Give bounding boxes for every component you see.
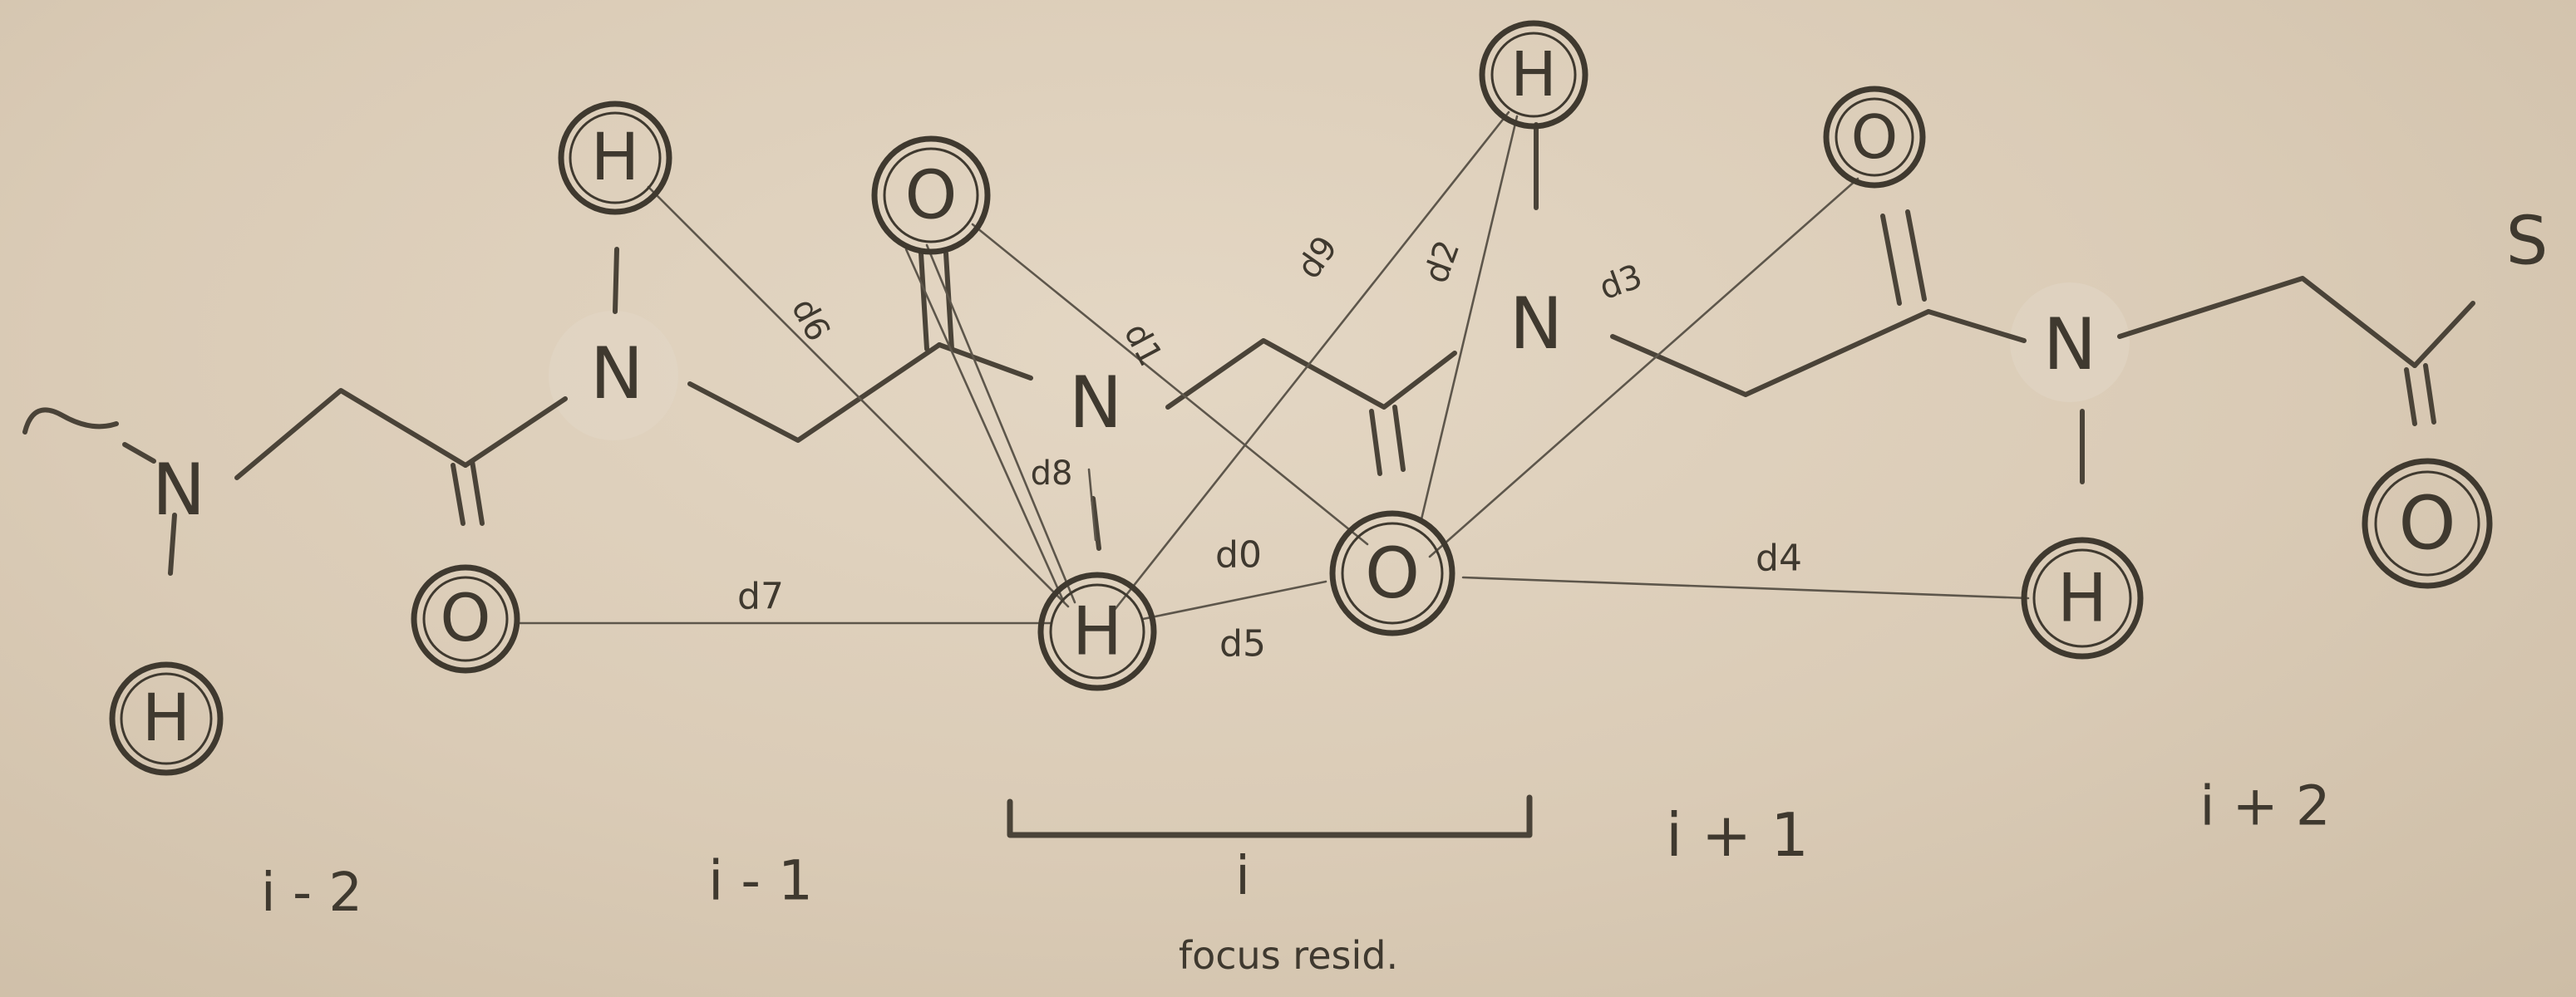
bond-n-focus-h xyxy=(1091,496,1101,551)
bond-n-focus-ca xyxy=(1165,338,1457,410)
bond-c-o-top-a xyxy=(919,251,929,351)
label-d3: d3 xyxy=(1594,258,1648,308)
d8-tick xyxy=(1087,468,1097,542)
bond-c-o-focus-a xyxy=(1369,409,1382,476)
bond-c-n2 xyxy=(463,396,568,468)
bond-n-left-h xyxy=(168,513,177,576)
svg-text:H: H xyxy=(2057,560,2107,637)
svg-text:O: O xyxy=(1851,102,1899,172)
svg-text:O: O xyxy=(1365,533,1420,614)
svg-text:H: H xyxy=(1510,39,1557,111)
n2-halo xyxy=(549,311,678,440)
bond-c-o-top-b xyxy=(943,251,954,351)
d5-line xyxy=(1141,580,1327,621)
bond-c-s xyxy=(2412,301,2475,368)
focus-caption: focus resid. xyxy=(1179,933,1398,978)
bond-c-o-far-a xyxy=(2404,367,2417,426)
bond-c-n-focus xyxy=(937,342,1033,381)
residue-label-i-minus-1: i - 1 xyxy=(708,849,813,913)
atom-o-top-mid: O xyxy=(871,135,991,255)
atom-n-right-top: N xyxy=(1510,282,1563,366)
atom-n-right: N xyxy=(2043,303,2096,386)
focus-bracket xyxy=(1007,794,1533,838)
label-d0: d0 xyxy=(1215,534,1262,577)
svg-text:O: O xyxy=(2398,481,2455,567)
backbone-bonds xyxy=(22,122,2475,576)
bond-n2-ca xyxy=(687,342,942,443)
d3-line xyxy=(1428,177,1859,558)
atom-h-left-bottom: H xyxy=(109,661,224,776)
label-d5: d5 xyxy=(1219,623,1266,665)
atom-n-left: N xyxy=(152,449,205,532)
d6-line xyxy=(647,185,1070,608)
atom-h-focus: H xyxy=(1037,572,1157,691)
bond-c-o-top-right-a xyxy=(1880,214,1902,306)
bond-c-o-top-right-b xyxy=(1905,209,1927,302)
atom-s-end: S xyxy=(2506,203,2549,280)
bond-c-n-right xyxy=(1926,309,2027,343)
bond-c-o-a xyxy=(470,459,485,526)
d8-line-b xyxy=(904,248,1066,604)
label-d4: d4 xyxy=(1756,538,1802,580)
atom-h-right-bottom: H xyxy=(2021,537,2144,660)
svg-text:H: H xyxy=(142,681,191,756)
n-right-halo xyxy=(2010,282,2130,402)
atom-o-far-right: O xyxy=(2362,458,2493,589)
svg-text:H: H xyxy=(591,120,640,195)
label-d8: d8 xyxy=(1031,454,1073,493)
residue-label-i: i xyxy=(1235,846,1250,907)
label-d1: d1 xyxy=(1116,317,1170,372)
residue-label-i-plus-1: i + 1 xyxy=(1666,800,1809,870)
atom-o-focus: O xyxy=(1329,510,1455,636)
bond-n-left-ca xyxy=(234,388,468,480)
atom-n-focus: N xyxy=(1069,361,1122,444)
atom-o-top-right: O xyxy=(1823,86,1926,189)
d8-line-a xyxy=(925,243,1076,604)
atom-n2: N xyxy=(590,332,643,415)
bond-wavy-n-left xyxy=(122,442,156,464)
atom-h-top-right: H xyxy=(1479,20,1588,130)
d4-line xyxy=(1461,576,2030,600)
residue-label-i-minus-2: i - 2 xyxy=(261,862,362,924)
atom-h2-top: H xyxy=(558,101,672,215)
bond-n-right-ca xyxy=(2117,276,2417,368)
svg-text:O: O xyxy=(905,157,958,234)
label-d6: d6 xyxy=(784,292,837,347)
label-d7: d7 xyxy=(737,576,784,618)
bond-c-o-far-b xyxy=(2423,363,2436,425)
bond-c-o-b xyxy=(451,463,465,526)
svg-text:O: O xyxy=(440,582,490,656)
label-d2: d2 xyxy=(1417,235,1468,288)
d2-line xyxy=(1420,115,1519,521)
bond-n2-h xyxy=(613,247,619,314)
d1-line xyxy=(971,223,1369,546)
d9-line xyxy=(1112,111,1510,612)
atom-o-left-bottom: O xyxy=(411,564,520,674)
svg-text:H: H xyxy=(1072,593,1122,670)
wavy-start-bond xyxy=(22,407,119,435)
distance-lines xyxy=(518,111,2030,625)
residue-label-i-plus-2: i + 2 xyxy=(2199,774,2331,838)
label-d9: d9 xyxy=(1290,229,1346,286)
bond-c-o-focus-b xyxy=(1392,405,1406,472)
